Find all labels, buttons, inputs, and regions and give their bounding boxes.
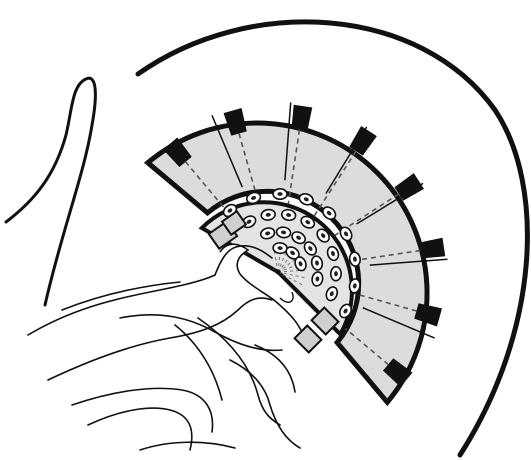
subject-outline bbox=[28, 246, 300, 450]
focal-point bbox=[276, 270, 281, 275]
sensor-box-right bbox=[295, 326, 322, 353]
ear-outline bbox=[280, 292, 293, 302]
detector-block bbox=[419, 238, 445, 259]
head-support-outline bbox=[6, 78, 95, 305]
detector-block bbox=[291, 105, 312, 131]
